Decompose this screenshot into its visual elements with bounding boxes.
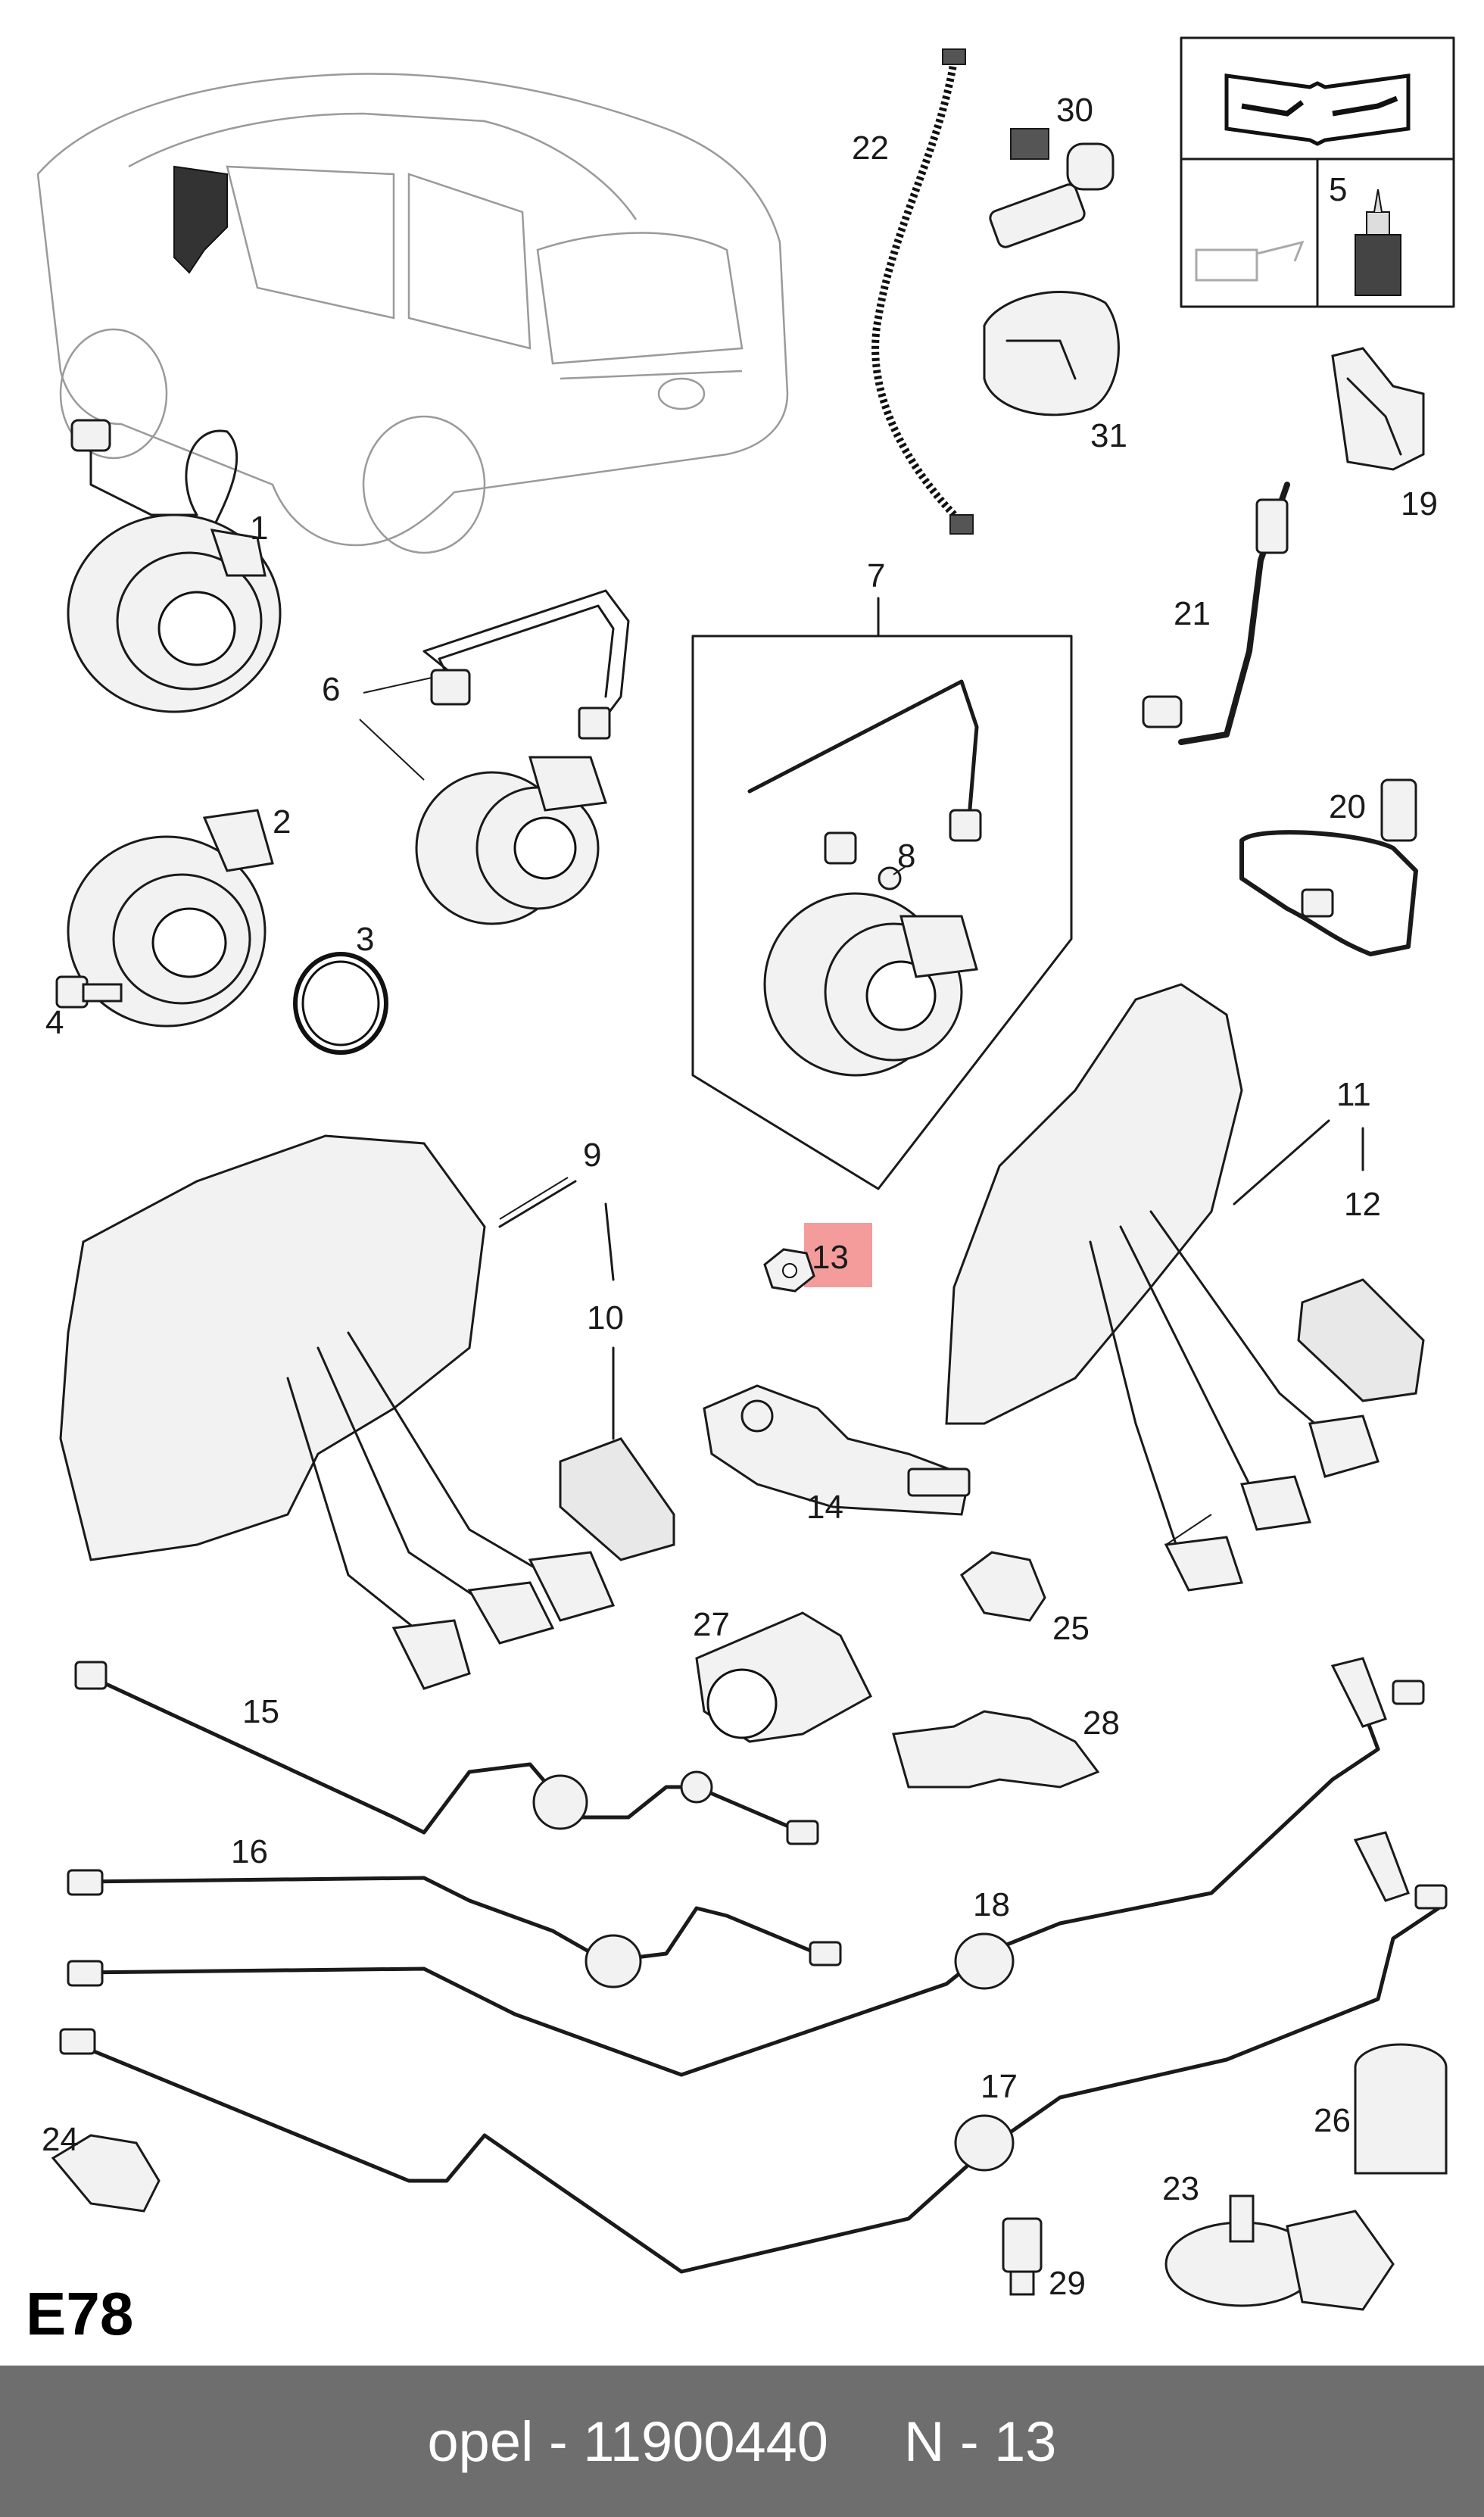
footer-callout-ref: N - 13 [903, 2409, 1057, 2473]
part-26-clip [1354, 2043, 1448, 2175]
callout-23: 23 [1162, 2170, 1199, 2207]
part-24-clip [51, 2134, 161, 2213]
callout-18: 18 [973, 1886, 1010, 1923]
callout-9: 9 [583, 1137, 601, 1174]
service-info-box [1180, 36, 1455, 308]
part-11-pedal-box [945, 983, 1380, 1592]
callout-3: 3 [356, 921, 374, 958]
callout-19: 19 [1401, 485, 1438, 522]
service-manual-icon [1224, 73, 1411, 146]
callout-2: 2 [273, 803, 291, 841]
part-2-bearing [67, 809, 274, 1028]
part-6-slave-cylinder [415, 589, 630, 925]
callout-17: 17 [980, 2068, 1018, 2105]
callout-20: 20 [1329, 788, 1366, 825]
callout-28: 28 [1083, 1705, 1120, 1742]
callout-10: 10 [587, 1299, 624, 1336]
car-outline-icon [36, 73, 789, 554]
page-code: E78 [26, 2280, 134, 2347]
callout-11: 11 [1336, 1076, 1371, 1113]
part-7-kit-box [691, 597, 1073, 1190]
lubricant-can-icon [1195, 240, 1305, 282]
callout-14: 14 [806, 1489, 843, 1526]
callout-13: 13 [812, 1239, 849, 1276]
callout-15: 15 [242, 1693, 279, 1730]
part-10-pedal-pad [559, 1202, 675, 1561]
callout-24: 24 [42, 2121, 79, 2158]
leader-lines [359, 677, 1212, 1545]
part-1-slave-cylinder [67, 419, 282, 713]
callouts: 1 2 3 4 5 6 7 8 9 10 11 12 13 14 15 16 1… [42, 92, 1438, 2302]
part-28-elbow [892, 1710, 1100, 1789]
part-14-master-cylinder [703, 1384, 971, 1516]
callout-1: 1 [250, 510, 268, 547]
part-13-nut [763, 1223, 872, 1293]
part-29-clip [1002, 2217, 1043, 2296]
callout-27: 27 [693, 1606, 730, 1643]
callout-7: 7 [867, 557, 885, 594]
part-22-hose [871, 48, 974, 535]
callout-4: 4 [45, 1004, 64, 1041]
part-27-grommet [695, 1611, 872, 1743]
callout-16: 16 [231, 1833, 268, 1870]
callout-5: 5 [1329, 171, 1347, 208]
callout-31: 31 [1090, 417, 1127, 454]
part-3-o-ring [293, 952, 388, 1055]
callout-25: 25 [1052, 1610, 1090, 1647]
part-9-pedal-box [59, 1134, 616, 1690]
adhesive-bottle-icon [1355, 189, 1401, 296]
footer-brand-part: opel - 11900440 [427, 2409, 828, 2473]
callout-29: 29 [1049, 2265, 1086, 2302]
part-31-bracket [983, 291, 1120, 416]
part-17-hydraulic-line [59, 1831, 1448, 2274]
callout-22: 22 [852, 129, 889, 167]
part-20-pipe [1239, 778, 1418, 956]
callout-6: 6 [322, 671, 340, 708]
part-21-pipe [1142, 482, 1290, 745]
parts-diagram: 1 2 3 4 5 6 7 8 9 10 11 12 13 14 15 16 1… [36, 36, 1455, 2311]
footer-bar: opel - 11900440 N - 13 [0, 2366, 1484, 2517]
part-18-connector [954, 1657, 1425, 1990]
callout-21: 21 [1174, 595, 1211, 632]
callout-8: 8 [897, 837, 915, 875]
part-19-clip [1331, 347, 1425, 471]
callout-12: 12 [1344, 1186, 1381, 1223]
callout-26: 26 [1314, 2102, 1351, 2139]
part-30-sensor [989, 128, 1115, 248]
part-12-pedal-pad [1297, 1278, 1425, 1402]
part-25-clip [960, 1551, 1046, 1622]
part-15-hydraulic-line [74, 1661, 819, 1845]
part-23-grommet [1164, 2194, 1395, 2311]
callout-30: 30 [1056, 92, 1093, 129]
part-4-bolt [55, 975, 123, 1009]
